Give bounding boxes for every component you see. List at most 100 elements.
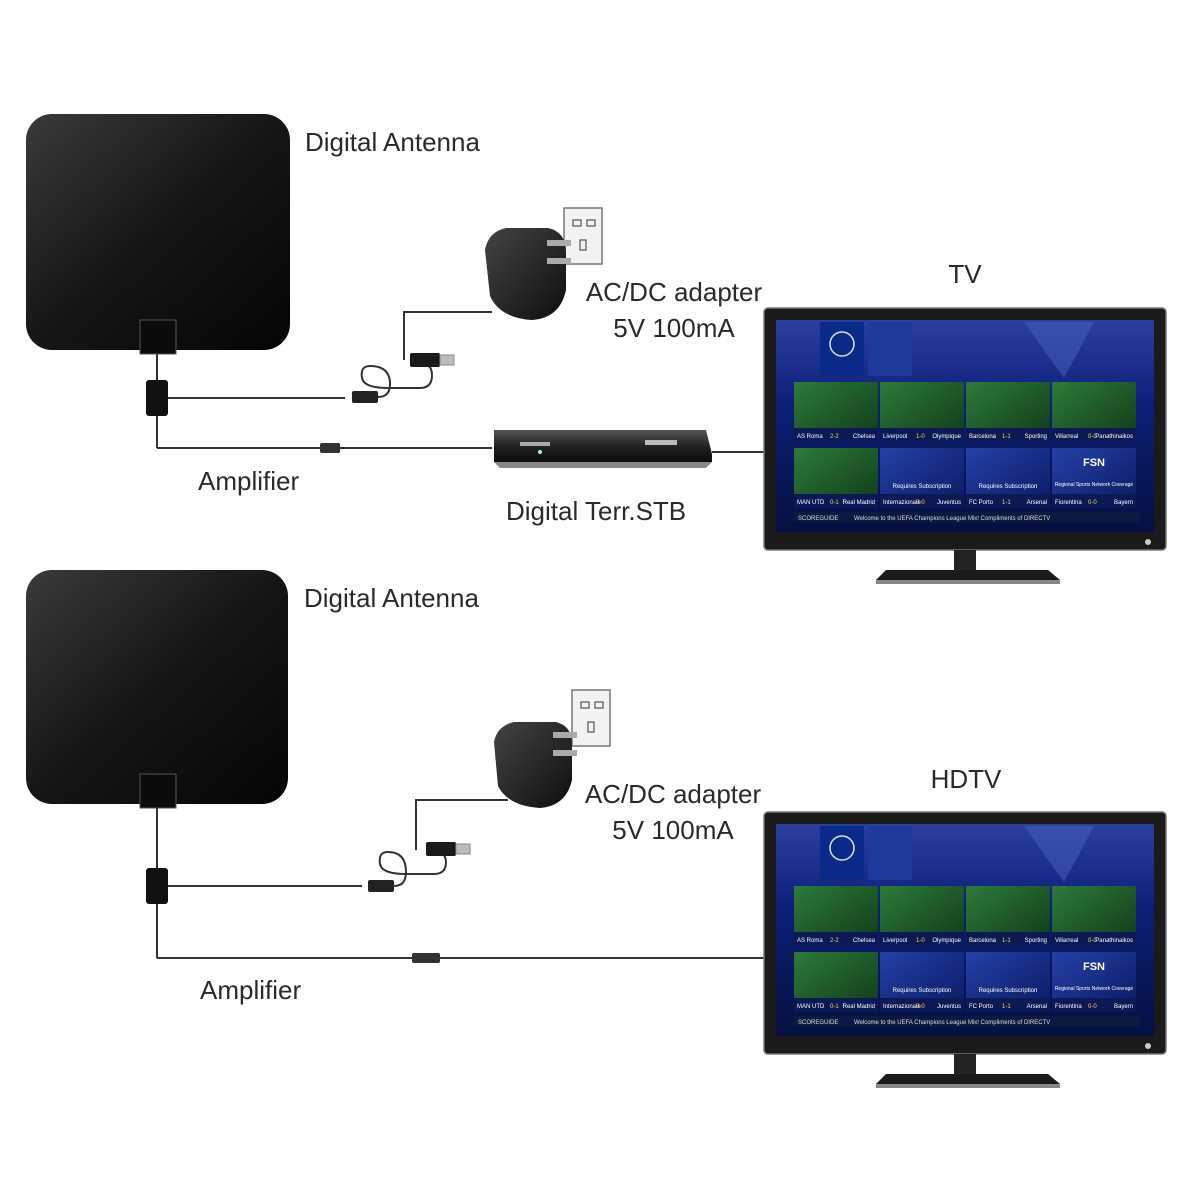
scoreguide-label: SCOREGUIDE xyxy=(798,1020,838,1026)
set-top-box xyxy=(494,430,712,462)
top-adapter-label-line2: 5V 100mA xyxy=(613,313,735,343)
score-bar xyxy=(966,428,1050,442)
usb-cable xyxy=(378,849,448,887)
team-a: Barcelona xyxy=(969,434,997,440)
team-a: Villarreal xyxy=(1055,434,1078,440)
top-amplifier-label: Amplifier xyxy=(198,466,300,496)
power-button-icon xyxy=(1145,539,1151,545)
match-score: 0-1 xyxy=(830,500,839,506)
team-b: Panathinaikos xyxy=(1095,434,1133,440)
team-a: Barcelona xyxy=(969,938,997,944)
match-score: 1-0 xyxy=(916,434,925,440)
usb-plug xyxy=(426,842,456,856)
team-b: Juventus xyxy=(937,1004,961,1010)
team-b: Bayern xyxy=(1114,1004,1133,1010)
bottom-antenna-label: Digital Antenna xyxy=(304,583,479,613)
match-score: 1-0 xyxy=(916,938,925,944)
team-b: Bayern xyxy=(1114,500,1133,506)
micro-usb-plug xyxy=(352,391,378,403)
match-score: 1-1 xyxy=(1002,500,1011,506)
match-score: 2-2 xyxy=(830,434,839,440)
team-a: FC Porto xyxy=(969,500,994,506)
fsn-logo: FSN xyxy=(1083,457,1105,469)
antenna-connector xyxy=(139,319,177,355)
ticker-bar xyxy=(794,512,1140,522)
match-score: 0-0 xyxy=(916,500,925,506)
score-bar xyxy=(1052,494,1136,508)
top-stb-label: Digital Terr.STB xyxy=(506,496,687,526)
team-a: Villarreal xyxy=(1055,938,1078,944)
match-score: 0-0 xyxy=(1088,434,1097,440)
team-a: AS Roma xyxy=(797,434,823,440)
match-score: 0-0 xyxy=(1088,1004,1097,1010)
usb-cable xyxy=(360,359,434,398)
star-ball-icon xyxy=(829,835,855,861)
team-a: Fiorentina xyxy=(1055,1004,1082,1010)
score-bar xyxy=(880,428,964,442)
team-b: Sporting xyxy=(1025,938,1047,944)
score-bar xyxy=(966,932,1050,946)
power-button-icon xyxy=(1145,1043,1151,1049)
team-b: Panathinaikos xyxy=(1095,938,1133,944)
ticker-bar xyxy=(794,1016,1140,1026)
score-bar xyxy=(794,428,878,442)
wall-socket xyxy=(563,207,603,265)
bottom-amplifier-label: Amplifier xyxy=(200,975,302,1005)
ticker-text: Welcome to the UEFA Champions League Mix… xyxy=(854,516,1050,522)
tv-stand-neck xyxy=(954,550,976,574)
top-diagram xyxy=(26,114,766,468)
ac-dc-adapter xyxy=(485,228,566,320)
team-a: Internazionale xyxy=(883,1004,921,1010)
team-b: Chelsea xyxy=(853,938,876,944)
top-antenna-label: Digital Antenna xyxy=(305,127,480,157)
top-adapter-label-line1: AC/DC adapter xyxy=(585,277,763,307)
fsn-logo: FSN xyxy=(1083,961,1105,973)
amplifier-box xyxy=(146,380,168,416)
champions-logo xyxy=(820,826,864,880)
score-bar xyxy=(794,494,878,508)
team-b: Chelsea xyxy=(853,434,876,440)
team-b: Olympique xyxy=(932,434,961,440)
bottom-adapter-label-line1: AC/DC adapter xyxy=(584,779,762,809)
bottom-tv-label: HDTV xyxy=(930,764,1002,794)
champions-logo xyxy=(820,322,864,376)
score-bar xyxy=(794,932,878,946)
team-a: Internazionale xyxy=(883,500,921,506)
score-bar xyxy=(966,998,1050,1012)
usb-plug xyxy=(410,353,440,367)
score-bar xyxy=(1052,428,1136,442)
score-bar xyxy=(880,494,964,508)
match-score: 0-0 xyxy=(916,1004,925,1010)
team-a: Fiorentina xyxy=(1055,500,1082,506)
score-bar xyxy=(1052,998,1136,1012)
team-a: AS Roma xyxy=(797,938,823,944)
team-b: Arsenal xyxy=(1027,1004,1047,1010)
subscription-text: Requires Subscription xyxy=(979,484,1038,490)
match-score: 1-1 xyxy=(1002,1004,1011,1010)
scoreguide-label: SCOREGUIDE xyxy=(798,516,838,522)
team-b: Real Madrid xyxy=(843,500,875,506)
tv-stand-base xyxy=(876,1074,1060,1084)
match-score: 0-1 xyxy=(830,1004,839,1010)
tv-stand-edge xyxy=(876,1084,1060,1088)
score-bar xyxy=(880,998,964,1012)
score-bar xyxy=(1052,932,1136,946)
ac-dc-adapter xyxy=(494,722,572,808)
team-b: Arsenal xyxy=(1027,500,1047,506)
subscription-text: Requires Subscription xyxy=(979,988,1038,994)
bottom-diagram xyxy=(26,570,766,963)
score-bar xyxy=(794,998,878,1012)
fsn-subtitle: Regional Sports Network Coverage xyxy=(1055,482,1134,488)
tv-stand-base xyxy=(876,570,1060,580)
score-bar xyxy=(966,494,1050,508)
team-b: Real Madrid xyxy=(843,1004,875,1010)
team-b: Olympique xyxy=(932,938,961,944)
antenna-connector xyxy=(139,773,177,809)
match-score: 1-1 xyxy=(1002,434,1011,440)
team-a: FC Porto xyxy=(969,1004,994,1010)
match-score: 0-0 xyxy=(1088,500,1097,506)
antenna-panel xyxy=(26,114,290,350)
